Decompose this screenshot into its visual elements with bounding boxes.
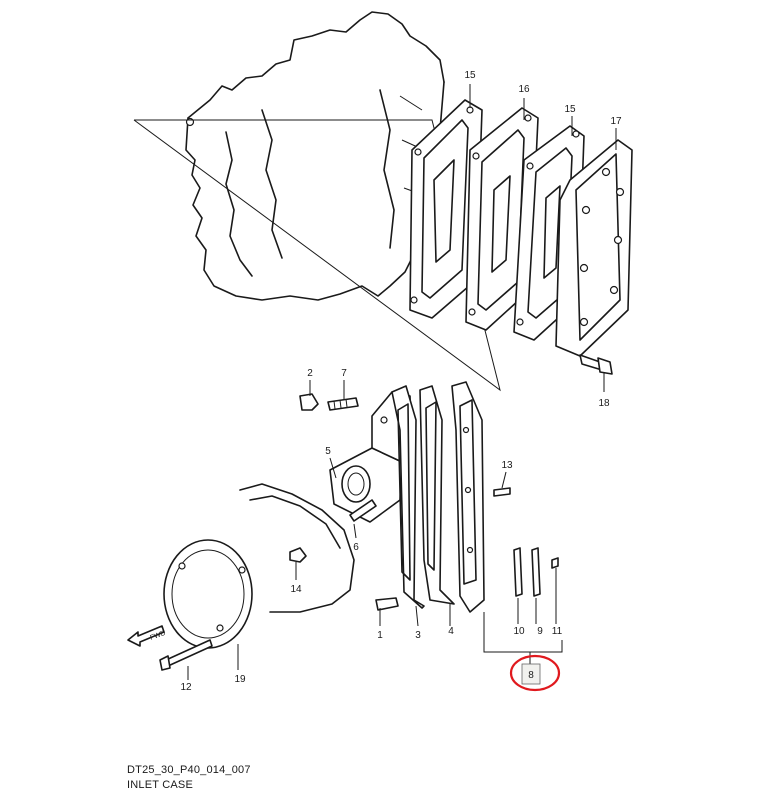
stud-6 xyxy=(349,499,377,522)
callout-7: 7 xyxy=(341,368,347,379)
screw-11 xyxy=(551,557,559,569)
callout-15-right: 15 xyxy=(564,104,576,115)
callout-6: 6 xyxy=(353,542,359,553)
callout-labels: 15 16 15 17 18 2 7 5 6 13 1 3 4 10 9 11 … xyxy=(180,70,622,693)
reed-petal-10 xyxy=(513,547,523,597)
bolt-1 xyxy=(375,597,399,611)
callout-2: 2 xyxy=(307,368,313,379)
callout-13: 13 xyxy=(501,460,513,471)
callout-16: 16 xyxy=(518,84,530,95)
bolt-12 xyxy=(159,639,213,671)
nut-14 xyxy=(289,547,307,563)
callout-14: 14 xyxy=(290,584,302,595)
callout-1: 1 xyxy=(377,630,383,641)
reed-plate-4 xyxy=(419,385,455,605)
fwd-arrow-icon xyxy=(127,625,165,647)
callout-15-left: 15 xyxy=(464,70,476,81)
reed-valve-gasket xyxy=(451,381,485,613)
reed-stopper-9 xyxy=(531,547,541,597)
callout-8-box xyxy=(521,663,541,685)
callout-10: 10 xyxy=(513,626,525,637)
housing-19 xyxy=(163,483,355,649)
callout-9: 9 xyxy=(537,626,543,637)
callout-3: 3 xyxy=(415,630,421,641)
callout-4: 4 xyxy=(448,626,454,637)
callout-5: 5 xyxy=(325,446,331,457)
callout-18: 18 xyxy=(598,398,610,409)
nut-2 xyxy=(299,393,319,411)
bolt-18 xyxy=(579,354,613,375)
cover-plate-17 xyxy=(555,139,633,357)
leader-lines xyxy=(187,84,617,680)
highlight-circle xyxy=(509,654,561,692)
stud-7 xyxy=(327,397,359,411)
diagram-code: DT25_30_P40_014_007 xyxy=(127,764,251,776)
callout-11: 11 xyxy=(552,626,563,637)
gasket-3 xyxy=(391,385,425,609)
screw-13 xyxy=(493,487,511,497)
callout-12: 12 xyxy=(180,682,192,693)
callout-8-highlight[interactable]: 8 xyxy=(509,654,561,692)
callout-19: 19 xyxy=(234,674,246,685)
engine-block-outline xyxy=(185,11,445,301)
callout-8: 8 xyxy=(528,670,534,681)
callout-17: 17 xyxy=(610,116,622,127)
diagram-title: INLET CASE xyxy=(127,779,193,791)
